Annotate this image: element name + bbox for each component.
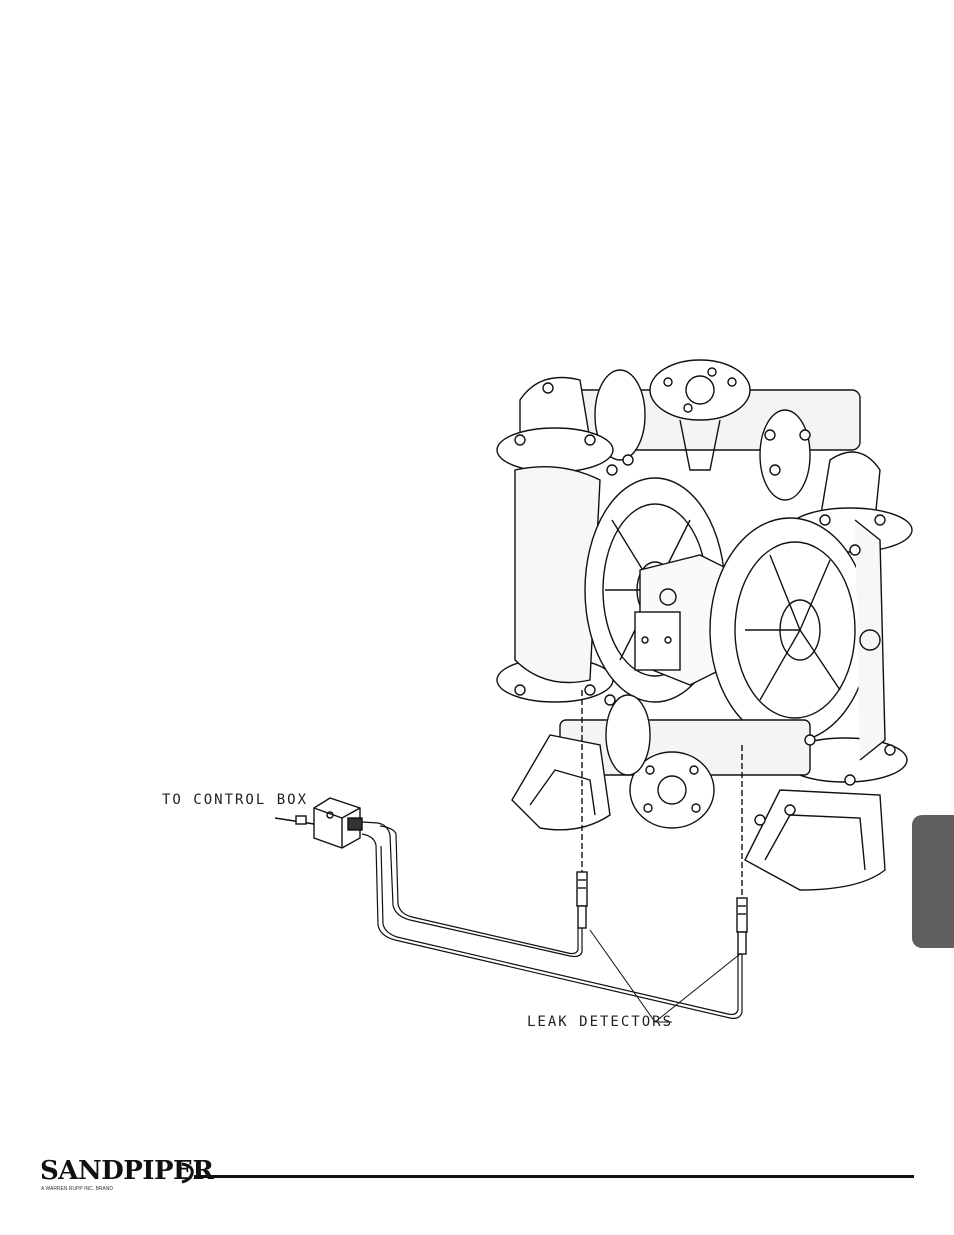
label-leaders (590, 930, 740, 1022)
leak-detector-right (737, 745, 747, 954)
section-tab (912, 815, 954, 948)
sandpiper-logo: SANDPIPER A WARREN RUPP INC. BRAND (40, 1156, 213, 1186)
footer-rule (194, 1175, 914, 1178)
page-footer: SANDPIPER A WARREN RUPP INC. BRAND (40, 1148, 914, 1198)
cables (362, 822, 742, 1018)
leak-detectors-label: LEAK DETECTORS (527, 1014, 673, 1030)
swoosh-icon (180, 1158, 196, 1184)
brand-tagline: A WARREN RUPP INC. BRAND (41, 1186, 113, 1192)
to-control-box-label: TO CONTROL BOX (162, 792, 308, 808)
